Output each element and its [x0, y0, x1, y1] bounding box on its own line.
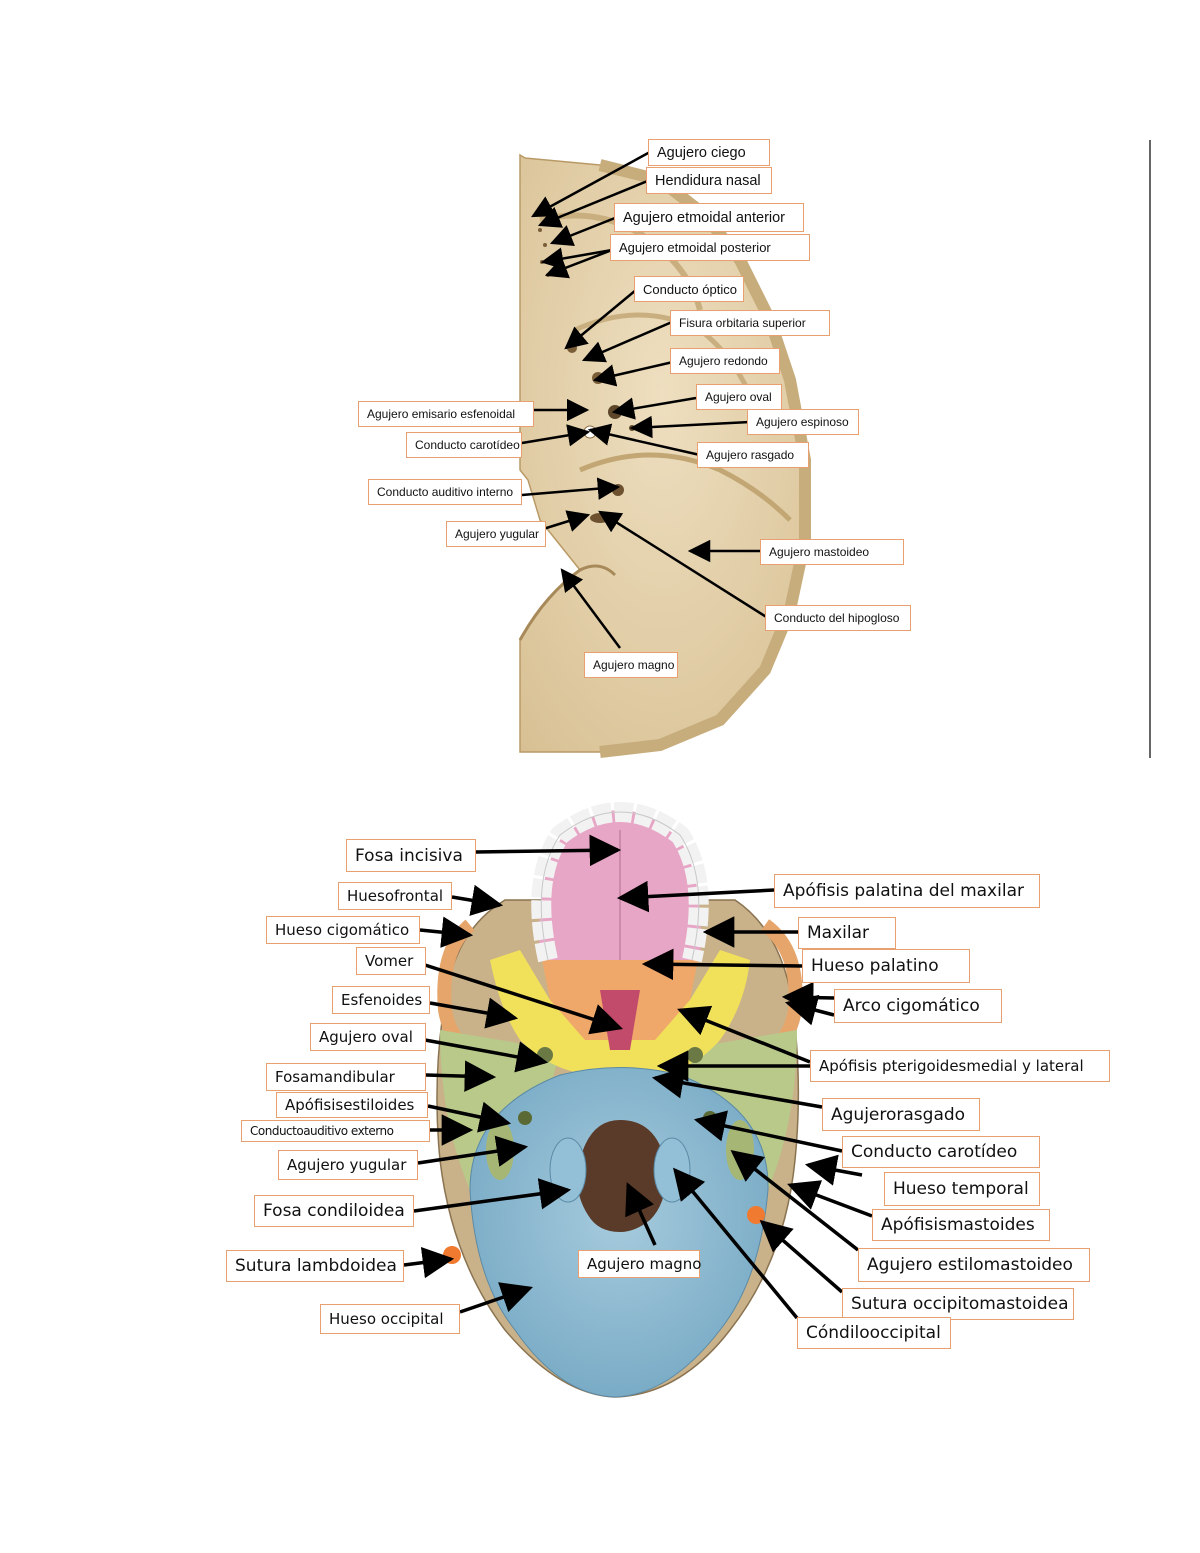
label-text: Agujero mastoideo — [769, 545, 870, 559]
label-agujero-etmoidal-anterior: Agujero etmoidal anterior — [614, 203, 804, 232]
label-text: Agujero etmoidal posterior — [619, 240, 771, 255]
label-agujero-magno-bottom: Agujero magno — [578, 1250, 702, 1278]
label-text: Apófisis pterigoidesmedial y lateral — [819, 1057, 1084, 1075]
label-agujero-rasgado-bottom: Agujerorasgado — [822, 1098, 980, 1131]
label-text: Conducto carotídeo — [415, 438, 520, 452]
label-text: Hueso palatino — [811, 956, 939, 976]
label-text: Agujero emisario esfenoidal — [367, 407, 516, 421]
label-hueso-palatino: Hueso palatino — [802, 949, 970, 983]
label-text: Agujero rasgado — [706, 448, 795, 462]
label-agujero-magno-top: Agujero magno — [584, 652, 678, 678]
label-text: Apófisis palatina del maxilar — [783, 881, 1024, 901]
label-text: Conducto auditivo interno — [377, 485, 514, 499]
label-text: Agujero oval — [319, 1028, 413, 1046]
label-text: Conducto óptico — [643, 281, 737, 297]
label-text: Arco cigomático — [843, 996, 980, 1016]
label-text: Hueso cigomático — [275, 921, 410, 939]
label-agujero-yugular-top: Agujero yugular — [446, 521, 546, 547]
label-text: Apófisisestiloides — [285, 1096, 415, 1114]
label-condilo-occipital: Cóndilooccipital — [797, 1317, 951, 1349]
label-text: Agujero redondo — [679, 354, 768, 368]
label-agujero-oval-bottom: Agujero oval — [310, 1023, 426, 1051]
label-text: Fisura orbitaria superior — [679, 316, 806, 330]
label-fosa-incisiva: Fosa incisiva — [346, 839, 476, 872]
label-apofisis-estiloides: Apófisisestiloides — [276, 1092, 428, 1118]
label-maxilar: Maxilar — [798, 917, 896, 949]
label-text: Maxilar — [807, 923, 869, 943]
label-agujero-oval-top: Agujero oval — [696, 384, 782, 410]
label-agujero-ciego: Agujero ciego — [648, 139, 770, 166]
label-fosa-mandibular: Fosamandibular — [266, 1063, 426, 1091]
top-arrows — [521, 150, 769, 649]
label-agujero-estilomastoideo: Agujero estilomastoideo — [858, 1248, 1090, 1282]
label-text: Agujero yugular — [455, 527, 540, 541]
label-text: Conducto carotídeo — [851, 1142, 1018, 1162]
label-agujero-mastoideo: Agujero mastoideo — [760, 539, 904, 565]
label-text: Conductoauditivo externo — [250, 1124, 394, 1138]
label-text: Agujero oval — [705, 390, 772, 404]
label-hendidura-nasal: Hendidura nasal — [646, 167, 772, 194]
label-vomer: Vomer — [356, 947, 426, 975]
label-text: Agujero magno — [593, 658, 675, 672]
label-text: Agujero etmoidal anterior — [623, 209, 786, 226]
label-apofisis-mastoides: Apófisismastoides — [872, 1209, 1050, 1241]
label-text: Fosa condiloidea — [263, 1201, 405, 1221]
label-text: Cóndilooccipital — [806, 1323, 941, 1343]
label-agujero-rasgado-top: Agujero rasgado — [697, 442, 809, 468]
label-text: Conducto del hipogloso — [774, 611, 900, 625]
occipitomastoid-suture-marker — [747, 1206, 765, 1224]
label-text: Agujero estilomastoideo — [867, 1255, 1073, 1275]
label-text: Agujero magno — [587, 1255, 702, 1273]
bottom-arrows — [403, 834, 873, 1320]
label-text: Apófisismastoides — [881, 1215, 1035, 1235]
label-esfenoides: Esfenoides — [332, 986, 430, 1014]
label-arco-cigomatico: Arco cigomático — [834, 989, 1002, 1023]
label-text: Hueso occipital — [329, 1310, 444, 1328]
label-text: Sutura lambdoidea — [235, 1256, 397, 1276]
label-conducto-auditivo-interno: Conducto auditivo interno — [368, 479, 522, 505]
label-sutura-occipitomastoidea: Sutura occipitomastoidea — [842, 1288, 1074, 1320]
cranial-base-external-view — [436, 801, 803, 1398]
label-text: Agujero yugular — [287, 1156, 407, 1174]
label-text: Fosamandibular — [275, 1068, 395, 1086]
label-hueso-temporal: Hueso temporal — [884, 1172, 1040, 1206]
label-agujero-espinoso: Agujero espinoso — [747, 409, 859, 435]
label-text: Sutura occipitomastoidea — [851, 1294, 1069, 1314]
label-hueso-occipital: Hueso occipital — [320, 1304, 460, 1334]
label-conducto-hipogloso: Conducto del hipogloso — [765, 605, 911, 631]
label-hueso-cigomatico: Hueso cigomático — [266, 916, 420, 944]
label-apofisis-palatina: Apófisis palatina del maxilar — [774, 874, 1040, 908]
label-conducto-auditivo-externo: Conductoauditivo externo — [241, 1120, 430, 1142]
label-text: Hendidura nasal — [655, 172, 761, 189]
label-text: Huesofrontal — [347, 887, 444, 905]
label-agujero-redondo: Agujero redondo — [670, 348, 780, 374]
label-fisura-orbitaria-superior: Fisura orbitaria superior — [670, 310, 830, 336]
label-text: Agujerorasgado — [831, 1104, 966, 1125]
label-agujero-emisario-esfenoidal: Agujero emisario esfenoidal — [358, 401, 534, 427]
label-text: Vomer — [365, 952, 414, 970]
label-hueso-frontal: Huesofrontal — [338, 882, 452, 910]
label-text: Agujero espinoso — [756, 415, 849, 429]
label-fosa-condiloidea: Fosa condiloidea — [254, 1195, 414, 1227]
label-agujero-yugular-bottom: Agujero yugular — [278, 1150, 418, 1180]
label-text: Agujero ciego — [657, 144, 746, 161]
label-text: Esfenoides — [341, 991, 423, 1009]
label-text: Fosa incisiva — [355, 845, 463, 866]
label-conducto-carotideo-bottom: Conducto carotídeo — [842, 1136, 1040, 1168]
label-conducto-carotideo-top: Conducto carotídeo — [406, 432, 522, 458]
label-sutura-lambdoidea: Sutura lambdoidea — [226, 1250, 404, 1282]
label-text: Hueso temporal — [893, 1179, 1029, 1199]
label-agujero-etmoidal-posterior: Agujero etmoidal posterior — [610, 234, 810, 261]
label-conducto-optico: Conducto óptico — [634, 276, 744, 302]
label-apofisis-pterigoides: Apófisis pterigoidesmedial y lateral — [810, 1050, 1110, 1082]
